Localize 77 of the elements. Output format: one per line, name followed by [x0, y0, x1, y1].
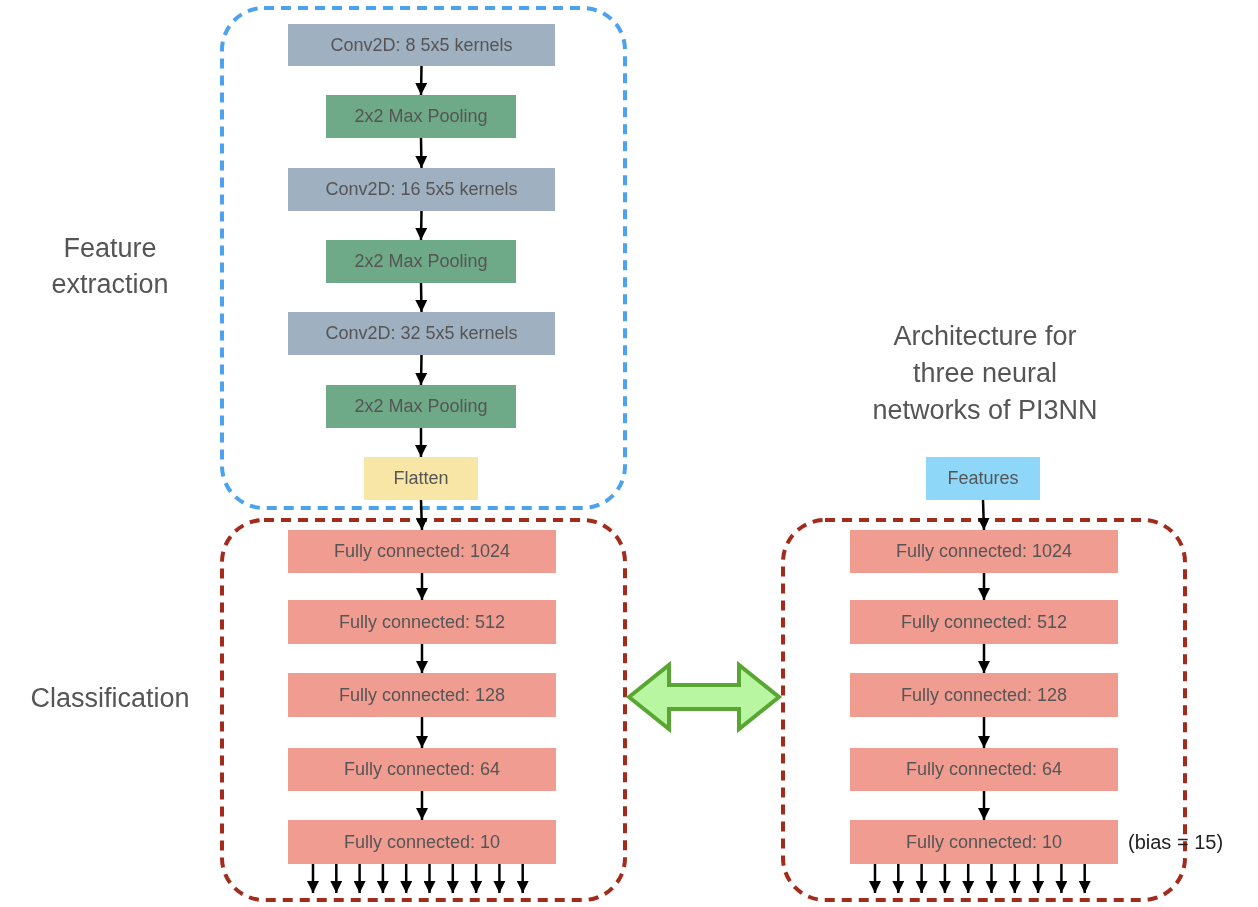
arrow — [376, 864, 389, 893]
arrow — [415, 499, 428, 531]
arrow — [1032, 864, 1045, 893]
fully-connected-layer-box — [850, 748, 1118, 791]
layer-label: Features — [947, 468, 1019, 489]
arrow — [353, 864, 366, 893]
pooling-layer-box — [326, 385, 516, 428]
arrow — [892, 864, 905, 893]
arrow — [985, 864, 998, 893]
fully-connected-layer-box — [288, 820, 556, 864]
fully-connected-layer-box — [288, 673, 556, 717]
layer-label: 2x2 Max Pooling — [354, 396, 488, 417]
arrow — [978, 573, 990, 600]
layer-label: Conv2D: 16 5x5 kernels — [325, 179, 518, 200]
arrow — [470, 864, 483, 893]
arrow — [307, 864, 319, 893]
layer-label: Conv2D: 32 5x5 kernels — [325, 323, 518, 344]
layer-label: 2x2 Max Pooling — [354, 106, 488, 127]
bias-note: (bias = 15) — [1128, 831, 1224, 854]
layer-label: 2x2 Max Pooling — [354, 251, 488, 272]
flatten-box — [364, 457, 478, 500]
arrow — [415, 282, 428, 313]
arrow — [938, 864, 951, 893]
layer-label: Fully connected: 64 — [343, 759, 501, 780]
fully-connected-layer-box — [850, 673, 1118, 717]
pooling-layer-box — [326, 95, 516, 138]
group-title: Classification — [29, 682, 191, 715]
layer-label: Fully connected: 1024 — [895, 541, 1073, 562]
features-box — [926, 457, 1040, 500]
arrow — [330, 864, 343, 893]
fully-connected-layer-box — [850, 530, 1118, 573]
conv-layer-box — [288, 168, 555, 211]
layer-label: Conv2D: 8 5x5 kernels — [330, 34, 513, 56]
fully-connected-layer-box — [288, 530, 556, 573]
arrow — [869, 864, 881, 893]
arrow — [978, 717, 990, 748]
diagram-title: Architecture for three neural networks of PI3NN — [871, 320, 1099, 427]
group-title: Feature extraction — [50, 232, 170, 301]
fully-connected-layer-box — [850, 820, 1118, 864]
pooling-layer-box — [326, 240, 516, 283]
arrow — [446, 864, 459, 893]
arrow — [1008, 864, 1021, 893]
arrow — [415, 137, 428, 169]
arrow — [977, 499, 990, 531]
arrow — [978, 791, 990, 820]
layer-label: Fully connected: 10 — [905, 831, 1063, 853]
layer-label: Fully connected: 512 — [900, 611, 1068, 633]
arrow — [415, 354, 428, 386]
arrow — [1055, 864, 1068, 893]
double-arrow — [625, 660, 783, 734]
arrow — [915, 864, 928, 893]
layer-label: Fully connected: 512 — [338, 611, 506, 633]
arrow — [1078, 864, 1091, 893]
layer-label: Fully connected: 128 — [338, 684, 506, 706]
fully-connected-layer-box — [850, 600, 1118, 644]
arrow — [423, 864, 436, 893]
arrow — [416, 717, 428, 748]
conv-layer-box — [288, 312, 555, 355]
arrow — [493, 864, 506, 893]
layer-label: Flatten — [393, 468, 449, 489]
fully-connected-layer-box — [288, 600, 556, 644]
arrow — [400, 864, 413, 893]
layer-label: Fully connected: 1024 — [333, 541, 511, 562]
arrow — [415, 428, 427, 457]
arrow — [978, 644, 990, 673]
arrow — [415, 210, 428, 241]
layer-label: Fully connected: 10 — [343, 831, 501, 853]
conv-layer-box — [288, 24, 555, 66]
layer-label: Fully connected: 64 — [905, 759, 1063, 780]
arrow — [516, 864, 529, 893]
arrow — [962, 864, 975, 893]
fully-connected-layer-box — [288, 748, 556, 791]
arrow — [416, 791, 428, 820]
arrow — [416, 644, 428, 673]
arrow — [415, 65, 428, 96]
arrow — [416, 573, 428, 600]
layer-label: Fully connected: 128 — [900, 684, 1068, 706]
